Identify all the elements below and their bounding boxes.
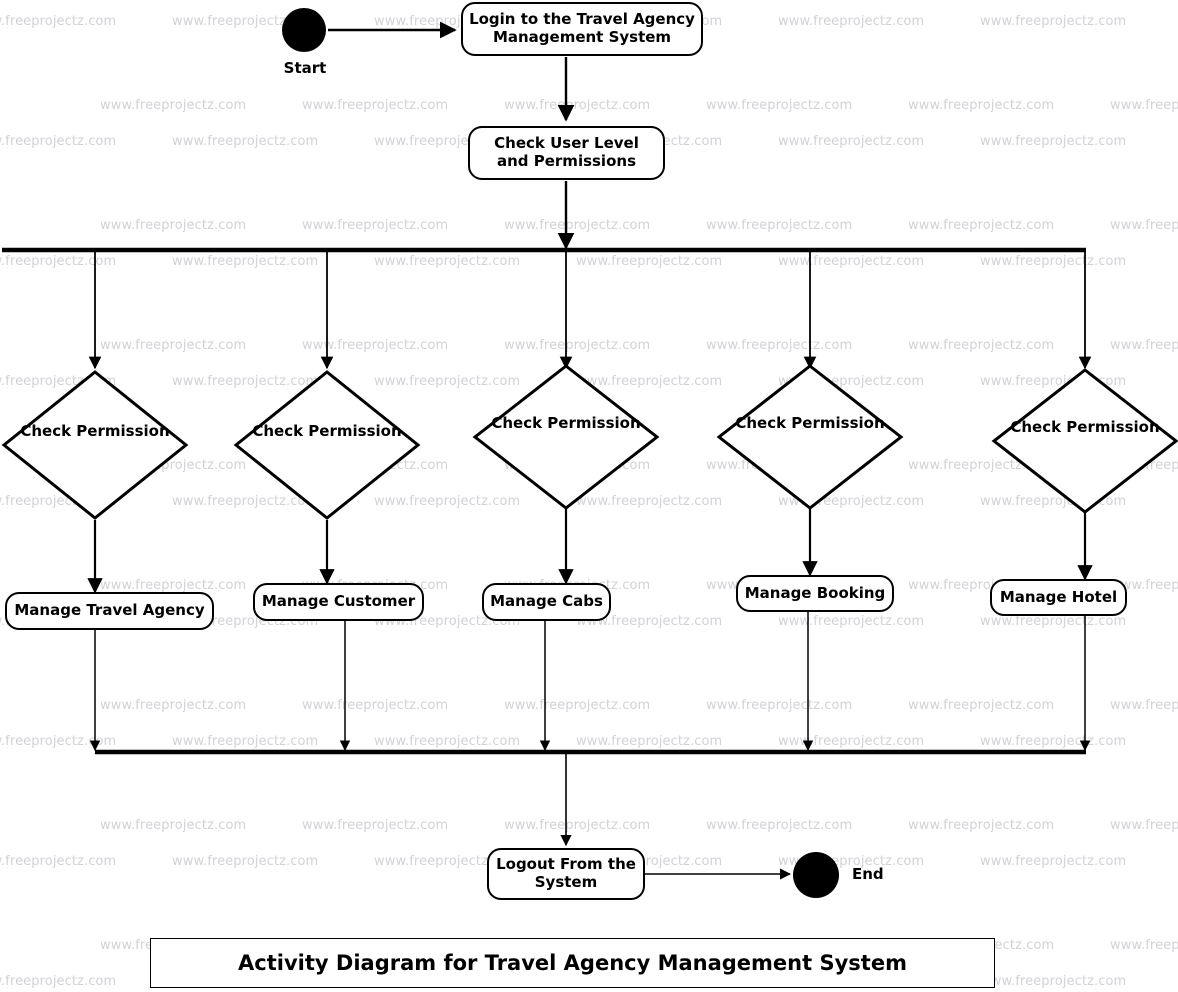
decision-check-permission-5[interactable]: Check Permission <box>991 368 1178 514</box>
activity-manage-cabs[interactable]: Manage Cabs <box>482 583 611 621</box>
decision-check-permission-3[interactable]: Check Permission <box>472 364 660 510</box>
activity-manage-travel-agency-label: Manage Travel Agency <box>14 601 205 620</box>
activity-manage-hotel-label: Manage Hotel <box>999 587 1118 606</box>
activity-manage-booking[interactable]: Manage Booking <box>736 575 894 612</box>
decision-check-permission-1[interactable]: Check Permission <box>1 370 189 520</box>
activity-check-user-level-label: Check User Level and Permissions <box>494 134 639 170</box>
activity-manage-customer-label: Manage Customer <box>261 592 416 611</box>
activity-manage-cabs-label: Manage Cabs <box>490 592 603 611</box>
diagram-caption-text: Activity Diagram for Travel Agency Manag… <box>238 951 907 975</box>
decision-check-permission-2[interactable]: Check Permission <box>233 370 421 520</box>
activity-login[interactable]: Login to the Travel Agency Management Sy… <box>461 2 703 56</box>
activity-logout-label: Logout From the System <box>496 855 636 891</box>
start-node[interactable] <box>282 8 326 52</box>
activity-logout[interactable]: Logout From the System <box>487 848 645 900</box>
activity-manage-booking-label: Manage Booking <box>744 583 886 602</box>
end-node[interactable] <box>793 852 839 898</box>
activity-login-label: Login to the Travel Agency Management Sy… <box>469 10 695 46</box>
activity-manage-travel-agency[interactable]: Manage Travel Agency <box>5 592 214 630</box>
end-node-label: End <box>852 865 884 883</box>
decision-check-permission-4[interactable]: Check Permission <box>716 364 904 510</box>
diagram-caption-box: Activity Diagram for Travel Agency Manag… <box>150 938 995 988</box>
activity-check-user-level[interactable]: Check User Level and Permissions <box>468 126 665 180</box>
start-node-label: Start <box>283 59 327 77</box>
activity-manage-customer[interactable]: Manage Customer <box>253 583 424 621</box>
activity-manage-hotel[interactable]: Manage Hotel <box>990 579 1127 616</box>
